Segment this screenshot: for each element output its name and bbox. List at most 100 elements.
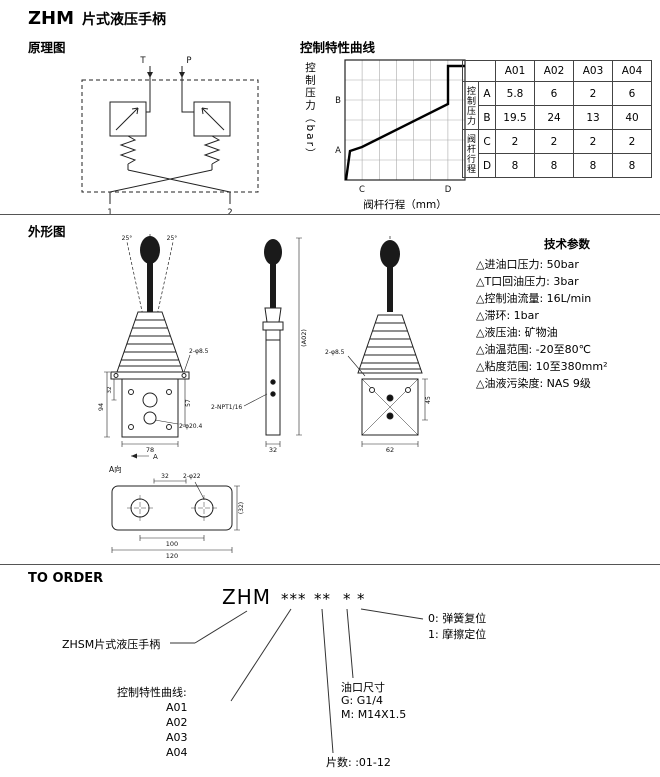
table-row: 阀杆行程 C 2 2 2 2 (462, 129, 652, 178)
view-a-label: A向 (109, 464, 122, 474)
order-code-base: ZHM (222, 585, 271, 609)
cell: 8 (534, 153, 574, 178)
cell: 8 (573, 153, 613, 178)
cell: 40 (612, 105, 652, 130)
tech-item: △油温范围: -20至80℃ (476, 343, 591, 356)
order-reset-option: 1: 摩擦定位 (428, 628, 487, 641)
order-pieces-label: 片数: :01-12 (326, 756, 391, 769)
dimension-lines (243, 237, 302, 447)
tech-item: △滞环: 1bar (476, 309, 539, 322)
dim-62: 62 (386, 446, 394, 454)
chart-tick-b: B (335, 96, 341, 106)
cell: 24 (534, 105, 574, 130)
heading-principle: 原理图 (28, 40, 66, 55)
order-curve-option: A01 (166, 701, 188, 714)
view-arrow-label: A (153, 453, 158, 461)
order-curve-option: A02 (166, 716, 188, 729)
heading-to-order: TO ORDER (28, 571, 104, 586)
joystick-stick (270, 264, 276, 308)
dim-100: 100 (166, 540, 178, 548)
heading-outline: 外形图 (28, 224, 66, 239)
order-code-star-4: * (357, 590, 366, 608)
group-stem-travel: 阀杆行程 (462, 129, 479, 178)
cell: 2 (534, 129, 574, 154)
row-label-d: D (478, 153, 496, 178)
view-arrow-icon (131, 453, 137, 459)
cell: 13 (573, 105, 613, 130)
section-divider (0, 564, 660, 565)
chart-curve (344, 64, 465, 181)
order-port-option: G: G1/4 (341, 694, 383, 707)
page-title: ZHM 片式液压手柄 (28, 8, 166, 29)
tech-item: △粘度范围: 10至380mm² (476, 360, 608, 373)
dim-94: 94 (97, 403, 105, 411)
order-port-option: M: M14X1.5 (341, 708, 407, 721)
product-name: 片式液压手柄 (82, 12, 167, 28)
col-header-a04: A04 (612, 60, 652, 82)
dim-plate-width: (32) (238, 502, 245, 514)
tech-item: △T口回油压力: 3bar (476, 275, 579, 288)
order-code-star-2: ** (314, 590, 331, 608)
tech-item: △液压油: 矿物油 (476, 326, 558, 339)
outline-drawings: 25° 25° 94 32 57 78 2-φ8.5 2-φ20.4 A (97, 234, 432, 560)
dimension-lines (347, 355, 428, 447)
base-body (361, 378, 419, 436)
order-port-label: 油口尺寸 (341, 681, 385, 694)
col-header-a01: A01 (495, 60, 535, 82)
dim-78: 78 (146, 446, 154, 454)
row-label-a: A (478, 81, 496, 106)
cell: 19.5 (495, 105, 535, 130)
cell: 6 (612, 81, 652, 106)
port-label-1: 1 (107, 208, 112, 218)
dimension-lines (111, 478, 240, 553)
label-port-holes: 2-φ20.4 (179, 423, 202, 430)
table-header-row: A01 A02 A03 A04 (462, 60, 652, 82)
characteristic-curve-chart: B A C D (335, 59, 466, 195)
front-view-drawing: 25° 25° 94 32 57 78 2-φ8.5 2-φ20.4 A (97, 234, 209, 461)
joystick-stick (387, 266, 393, 312)
cell: 2 (573, 129, 613, 154)
dim-32: 32 (107, 387, 113, 394)
tech-params-heading: 技术参数 (544, 237, 590, 251)
cell: 8 (495, 153, 535, 178)
cell: 2 (573, 81, 613, 106)
bottom-view-drawing: A向 32 2-φ22 100 120 (32) (109, 464, 245, 560)
table-row: B 19.5 24 13 40 (463, 105, 652, 130)
third-view-drawing: 2-φ8.5 45 62 (325, 236, 432, 454)
group-control-pressure: 控制压力 (462, 81, 479, 130)
dim-120: 120 (166, 552, 178, 560)
joystick-knob (140, 236, 160, 264)
flow-arrow-icon (147, 72, 185, 78)
principle-schematic: T P 1 2 (81, 56, 259, 218)
dim-57: 57 (185, 399, 192, 407)
order-code-star-1: *** (281, 590, 307, 608)
col-header-a02: A02 (534, 60, 574, 82)
chart-y-axis-label: 控制压力（bar） (304, 62, 316, 161)
joystick-knob (264, 239, 282, 265)
cell: 5.8 (495, 81, 535, 106)
chart-x-axis-label: 阀杆行程（mm） (363, 199, 447, 211)
table-row: D 8 8 8 8 (463, 153, 652, 178)
bellows (116, 311, 184, 373)
product-code: ZHM (28, 8, 75, 29)
cell: 2 (495, 129, 535, 154)
order-code-diagram: ZHM *** ** * * ZHSM片式液压手柄 控制特性曲线: A01 A0… (0, 585, 660, 777)
heading-curves: 控制特性曲线 (300, 40, 376, 55)
dim-angle-left: 25° (122, 235, 133, 242)
order-curve-option: A04 (166, 746, 188, 759)
side-body (262, 307, 284, 436)
chart-tick-a: A (335, 146, 341, 156)
table-corner (462, 60, 496, 82)
order-curve-label: 控制特性曲线: (117, 686, 187, 699)
label-flange-holes: 2-φ8.5 (189, 348, 209, 355)
dim-45: 45 (425, 396, 432, 404)
side-view-drawing: (A02) 2-NPT1/16 32 (211, 237, 308, 454)
tech-item: △进油口压力: 50bar (476, 258, 579, 271)
col-header-a03: A03 (573, 60, 613, 82)
spec-table: A01 A02 A03 A04 控制压力 A 5.8 6 2 6 B 19.5 … (462, 60, 652, 178)
tech-params: 技术参数 △进油口压力: 50bar △T口回油压力: 3bar △控制油流量:… (476, 236, 658, 392)
order-series-label: ZHSM片式液压手柄 (62, 638, 161, 651)
dim-32-side: 32 (269, 446, 277, 454)
chart-tick-c: C (359, 185, 365, 195)
order-code-lines (170, 608, 424, 754)
